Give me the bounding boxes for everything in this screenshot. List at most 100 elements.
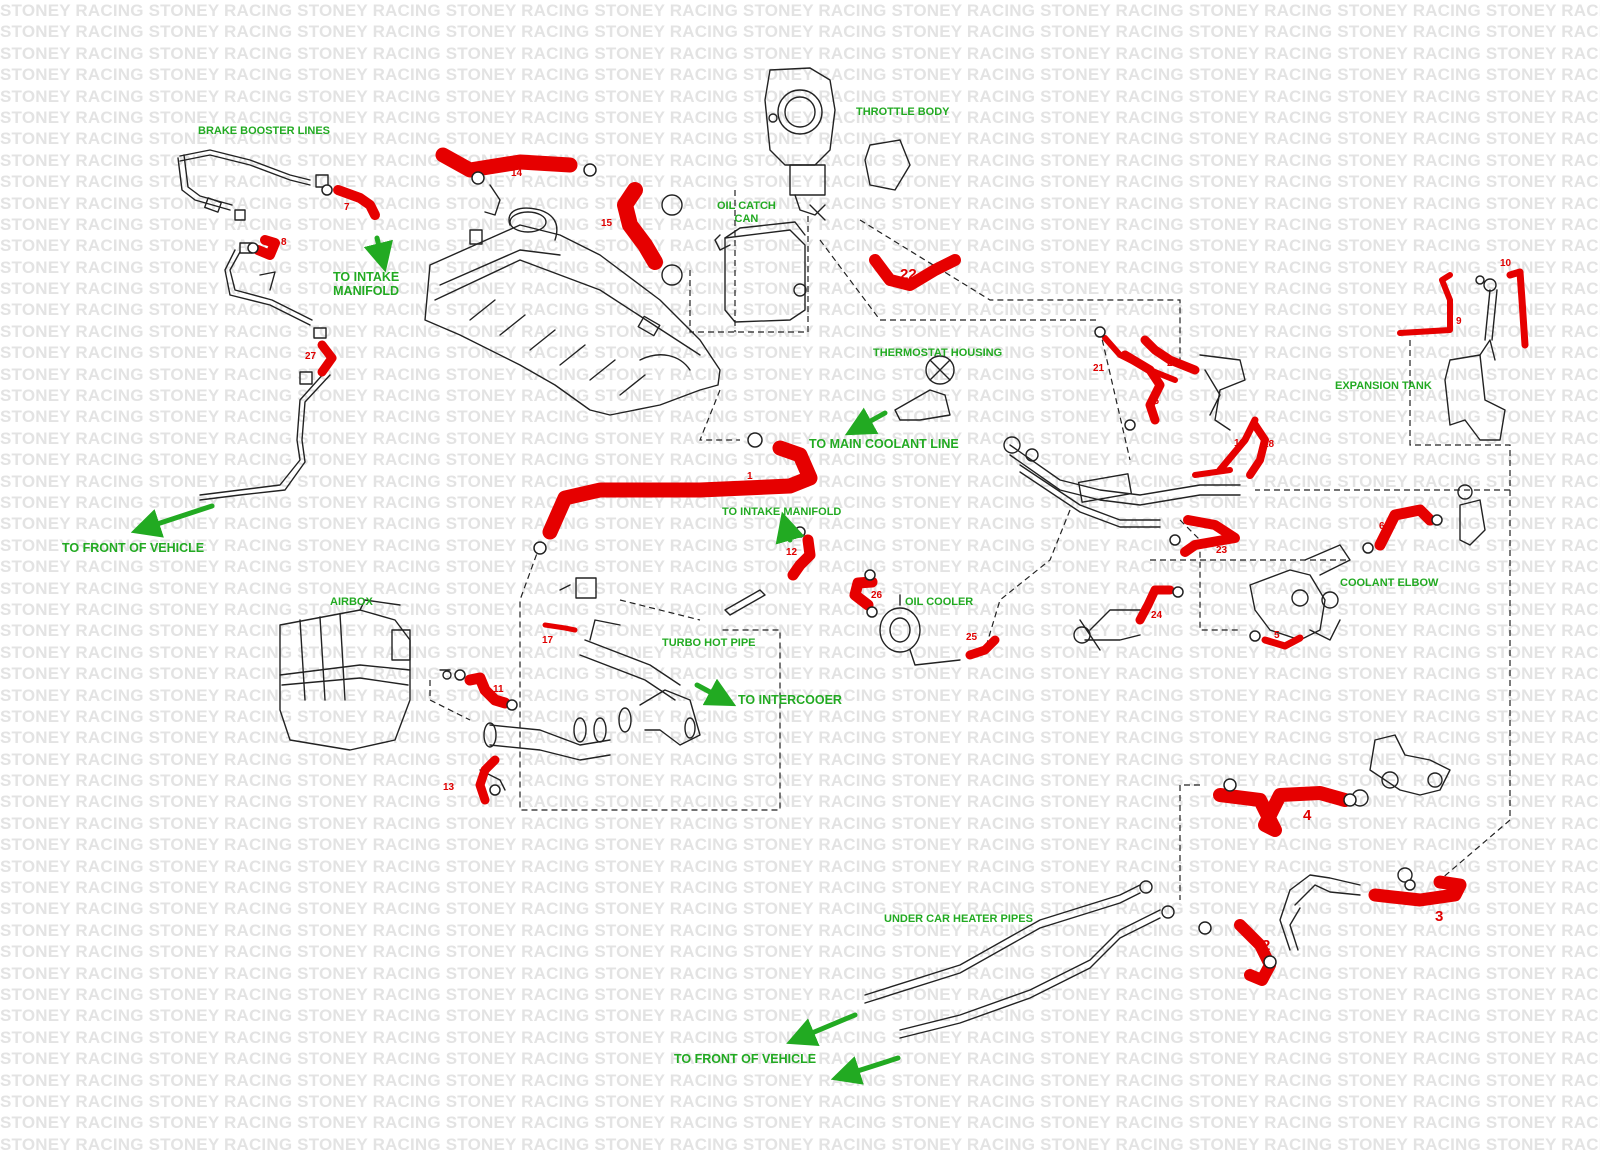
- label-to-front-of-vehicle-left: TO FRONT OF VEHICLE: [62, 541, 205, 555]
- hose-24: [1135, 585, 1175, 625]
- part-number-2: 2: [1262, 937, 1271, 954]
- watermark-row: STONEY RACING STONEY RACING STONEY RACIN…: [0, 856, 1600, 876]
- watermark-row: STONEY RACING STONEY RACING STONEY RACIN…: [0, 792, 1600, 812]
- hose-25: [965, 635, 1000, 660]
- watermark-row: STONEY RACING STONEY RACING STONEY RACIN…: [0, 1091, 1600, 1111]
- part-number-19: 19: [1234, 438, 1246, 449]
- hose-4: [1213, 786, 1352, 837]
- watermark-row: STONEY RACING STONEY RACING STONEY RACIN…: [0, 1006, 1600, 1026]
- part-number-12: 12: [786, 547, 798, 558]
- engine-valve-cover-art: [424, 184, 721, 416]
- watermark-row: STONEY RACING STONEY RACING STONEY RACIN…: [0, 300, 1600, 320]
- watermark-row: STONEY RACING STONEY RACING STONEY RACIN…: [0, 492, 1600, 512]
- part-number-22: 22: [900, 266, 917, 283]
- part-number-15: 15: [601, 218, 613, 229]
- hose-21-lower: [1192, 467, 1233, 478]
- hose-9: [1397, 272, 1453, 336]
- watermark-row: STONEY RACING STONEY RACING STONEY RACIN…: [0, 1134, 1600, 1150]
- part-number-8: 8: [281, 237, 287, 248]
- watermark-row: STONEY RACING STONEY RACING STONEY RACIN…: [0, 685, 1600, 705]
- part-number-27: 27: [305, 351, 317, 362]
- watermark-row: STONEY RACING STONEY RACING STONEY RACIN…: [0, 22, 1600, 42]
- watermark-row: STONEY RACING STONEY RACING STONEY RACIN…: [0, 942, 1600, 962]
- watermark-row: STONEY RACING STONEY RACING STONEY RACIN…: [0, 428, 1600, 448]
- arrow-to-front-bottom-2: [830, 1055, 901, 1085]
- hose-18: [1246, 421, 1269, 479]
- hose-21: [1102, 335, 1178, 383]
- line-art: [177, 67, 1506, 1039]
- hose-13: [475, 755, 500, 805]
- hose-11: [464, 672, 511, 709]
- hose-14: [435, 147, 578, 178]
- watermark-row: STONEY RACING STONEY RACING STONEY RACIN…: [0, 813, 1600, 833]
- arrow-to-front-bottom-1: [786, 1012, 858, 1047]
- label-expansion-tank: EXPANSION TANK: [1335, 380, 1432, 392]
- hose-8: [253, 235, 280, 260]
- part-number-24: 24: [1151, 610, 1163, 621]
- hose-6: [1374, 504, 1436, 551]
- hose-5: [1261, 634, 1304, 650]
- arrow-to-front-left: [130, 503, 215, 538]
- thermostat-housing-art: [894, 355, 955, 421]
- watermark-row: STONEY RACING STONEY RACING STONEY RACIN…: [0, 65, 1600, 85]
- part-number-1: 1: [747, 471, 753, 482]
- label-brake-booster-lines: BRAKE BOOSTER LINES: [198, 125, 331, 137]
- part-number-4: 4: [1303, 807, 1312, 824]
- hose-1: [542, 440, 818, 540]
- part-number-13: 13: [443, 782, 455, 793]
- label-to-intake-manifold-mid: TO INTAKE MANIFOLD: [722, 506, 842, 518]
- part-number-9: 9: [1456, 316, 1462, 327]
- throttle-body-art: [764, 67, 911, 221]
- label-throttle-body: THROTTLE BODY: [856, 106, 950, 118]
- expansion-tank-art: [1444, 278, 1506, 441]
- watermark-row: STONEY RACING STONEY RACING STONEY RACIN…: [0, 386, 1600, 406]
- hose-clamps: [247, 163, 1485, 969]
- part-number-20: 20: [1167, 358, 1179, 369]
- part-number-17: 17: [542, 635, 554, 646]
- intake-pipes-art: [479, 577, 766, 791]
- watermark-row: STONEY RACING STONEY RACING STONEY RACIN…: [0, 1070, 1600, 1090]
- watermark-row: STONEY RACING STONEY RACING STONEY RACIN…: [0, 86, 1600, 106]
- watermark-row: STONEY RACING STONEY RACING STONEY RACIN…: [0, 706, 1600, 726]
- hose-15: [617, 182, 663, 270]
- part-number-23: 23: [1216, 545, 1228, 556]
- hose-23: [1180, 515, 1240, 557]
- watermark-row: STONEY RACING STONEY RACING STONEY RACIN…: [0, 728, 1600, 748]
- part-number-18: 18: [1263, 439, 1275, 450]
- dashed-connectors: [429, 190, 1511, 900]
- part-number-16: 16: [1148, 396, 1160, 407]
- part-number-6: 6: [1379, 521, 1385, 532]
- oil-cooler-art: [879, 594, 961, 666]
- watermark-row: STONEY RACING STONEY RACING STONEY RACIN…: [0, 984, 1600, 1004]
- coolant-elbow-art: [1249, 484, 1486, 641]
- label-thermostat-housing: THERMOSTAT HOUSING: [873, 347, 1003, 359]
- part-number-14: 14: [511, 168, 523, 179]
- watermark-row: STONEY RACING STONEY RACING STONEY RACIN…: [0, 343, 1600, 363]
- oil-catch-can-art: [661, 194, 807, 323]
- hose-27: [317, 340, 337, 377]
- watermark-row: STONEY RACING STONEY RACING STONEY RACIN…: [0, 150, 1600, 170]
- watermark-row: STONEY RACING STONEY RACING STONEY RACIN…: [0, 407, 1600, 427]
- watermark-row: STONEY RACING STONEY RACING STONEY RACIN…: [0, 642, 1600, 662]
- watermark-row: STONEY RACING STONEY RACING STONEY RACIN…: [0, 257, 1600, 277]
- hose-7: [333, 185, 380, 220]
- watermark-row: STONEY RACING STONEY RACING STONEY RACIN…: [0, 107, 1600, 127]
- watermark-row: STONEY RACING STONEY RACING STONEY RACIN…: [0, 1, 1600, 20]
- hose-3: [1368, 875, 1467, 907]
- watermark-row: STONEY RACING STONEY RACING STONEY RACIN…: [0, 129, 1600, 149]
- arrow-to-intake-manifold-top: [363, 235, 393, 273]
- part-number-25: 25: [966, 632, 978, 643]
- label-to-front-of-vehicle-bottom: TO FRONT OF VEHICLE: [674, 1052, 817, 1066]
- red-hoses: [253, 147, 1529, 986]
- watermark-row: STONEY RACING STONEY RACING STONEY RACIN…: [0, 835, 1600, 855]
- hose-19: [1216, 416, 1259, 474]
- arrow-to-intake-manifold-mid: [775, 511, 805, 545]
- arrow-to-intercooler: [694, 678, 737, 707]
- hose-10: [1506, 268, 1529, 349]
- green-arrows: [130, 235, 901, 1085]
- part-number-7: 7: [344, 202, 350, 213]
- label-to-intake-manifold-top: TO INTAKE MANIFOLD: [333, 270, 400, 298]
- part-number-11: 11: [493, 684, 504, 695]
- brake-booster-lines-art: [177, 149, 331, 501]
